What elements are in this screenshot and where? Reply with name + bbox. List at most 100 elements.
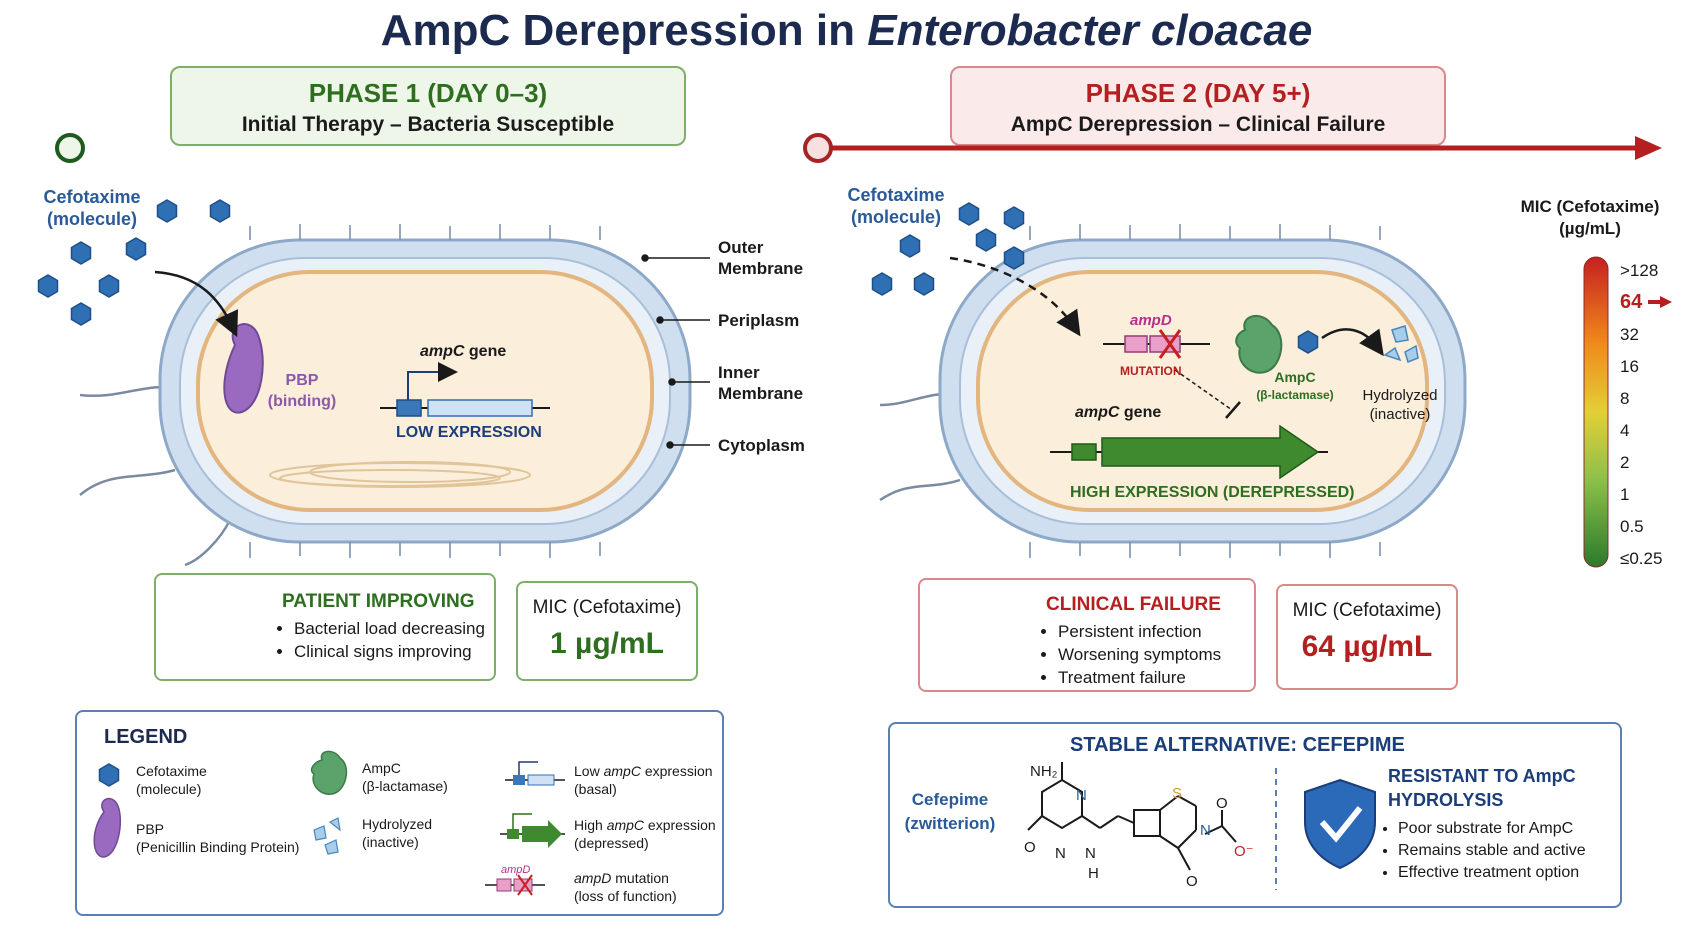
legend-text: Low: [574, 763, 604, 779]
list-item: Worsening symptoms: [1058, 643, 1221, 666]
pbp-label: PBP (binding): [262, 370, 342, 412]
legend-line1: High ampC expression: [574, 816, 716, 834]
ampc-line1: AmpC: [1274, 369, 1316, 385]
legend-title: LEGEND: [104, 726, 188, 748]
legend-text: High: [574, 817, 607, 833]
legend-line2: (depressed): [574, 835, 649, 851]
gene-rest: gene: [1119, 404, 1162, 421]
mic-right-card: MIC (Cefotaxime) 64 µg/mL: [1276, 584, 1458, 690]
list-item: Bacterial load decreasing: [294, 617, 485, 640]
list-item: Remains stable and active: [1398, 840, 1586, 862]
svg-text:N: N: [1085, 845, 1096, 862]
clinical-failure-card: CLINICAL FAILURE Persistent infection Wo…: [918, 578, 1256, 692]
svg-text:N: N: [1200, 822, 1211, 839]
mic-left-value: 1 µg/mL: [550, 627, 664, 660]
ampc-gene-label-right: ampC gene: [1075, 404, 1161, 422]
cell-phase1: [79, 224, 710, 567]
mic-tick-highlight: 64: [1620, 291, 1643, 313]
legend-line2: (inactive): [362, 834, 419, 850]
resistant-line2: HYDROLYSIS: [1388, 790, 1504, 810]
shield-check-icon: [1304, 778, 1376, 870]
svg-text:N: N: [1055, 845, 1066, 862]
mic-tick: 32: [1620, 325, 1639, 344]
legend-ampd-mutation: ampD mutation (loss of function): [574, 869, 677, 905]
svg-text:S: S: [1172, 785, 1182, 802]
legend-line2: (loss of function): [574, 888, 677, 904]
gene-italic: ampC: [420, 343, 465, 360]
legend-line2: (molecule): [136, 781, 202, 797]
ampd-label: ampD: [1130, 312, 1172, 329]
svg-text:H: H: [1088, 865, 1099, 882]
gene-rest: gene: [464, 343, 507, 360]
resistant-heading: RESISTANT TO AmpC HYDROLYSIS: [1388, 764, 1576, 812]
outer-membrane-label: Outer Membrane: [718, 237, 803, 279]
mic-tick: 2: [1620, 453, 1630, 472]
svg-text:N: N: [1076, 787, 1087, 804]
cell-phase2: [879, 224, 1467, 558]
cefepime-line1: Cefepime: [911, 790, 989, 809]
low-expression-label: LOW EXPRESSION: [396, 424, 542, 441]
phase2-heading: PHASE 2 (DAY 5+): [1085, 78, 1311, 108]
mic-left-card: MIC (Cefotaxime) 1 µg/mL: [516, 581, 698, 681]
list-item: Treatment failure: [1058, 666, 1221, 689]
periplasm-label: Periplasm: [718, 311, 800, 330]
gene-italic: ampC: [1075, 404, 1120, 421]
drug-label-line1: Cefotaxime: [43, 187, 141, 207]
mic-scale-title-line2: (µg/mL): [1559, 219, 1621, 238]
resistant-line1: RESISTANT TO AmpC: [1388, 766, 1576, 786]
legend-text: expression: [644, 817, 716, 833]
list-item: Poor substrate for AmpC: [1398, 818, 1586, 840]
list-item: Clinical signs improving: [294, 640, 485, 663]
legend-ampd-icon-label: ampD: [501, 864, 531, 876]
timeline: [55, 133, 1662, 163]
inner-membrane-label: Inner Membrane: [718, 362, 803, 404]
drug-label-line1: Cefotaxime: [847, 185, 945, 205]
pbp-label-line2: (binding): [267, 393, 337, 410]
legend-line2: (basal): [574, 781, 617, 797]
mic-scale-title-line1: MIC (Cefotaxime): [1520, 197, 1660, 216]
mic-scale-bar: [1583, 256, 1672, 568]
ampc-enzyme-label: AmpC (β-lactamase): [1250, 368, 1340, 404]
patient-improving-card: PATIENT IMPROVING Bacterial load decreas…: [154, 573, 496, 681]
legend-line1: Hydrolyzed: [362, 816, 433, 832]
phase2-box: PHASE 2 (DAY 5+) AmpC Derepression – Cli…: [950, 66, 1446, 146]
legend-line1: AmpC: [362, 760, 401, 776]
patient-improving-list: Bacterial load decreasing Clinical signs…: [274, 617, 485, 663]
legend-text: expression: [640, 763, 713, 779]
legend-pbp: PBP (Penicillin Binding Protein): [136, 820, 299, 856]
patient-improving-title: PATIENT IMPROVING: [282, 591, 475, 612]
mic-scale-title: MIC (Cefotaxime) (µg/mL): [1510, 196, 1670, 240]
legend-text-italic: ampC: [603, 763, 641, 779]
cefepime-alternative-box: STABLE ALTERNATIVE: CEFEPIME Cefepime (z…: [888, 722, 1622, 908]
mic-right-value: 64 µg/mL: [1301, 630, 1433, 663]
hydrolyzed-label: Hydrolyzed (inactive): [1355, 386, 1445, 424]
hydrolyzed-line2: (inactive): [1369, 406, 1431, 423]
legend-low-expression: Low ampC expression (basal): [574, 762, 713, 798]
clinical-failure-list: Persistent infection Worsening symptoms …: [1038, 620, 1221, 689]
svg-text:O⁻: O⁻: [1234, 843, 1254, 860]
legend-line2: (β-lactamase): [362, 778, 448, 794]
mic-tick: 16: [1620, 357, 1639, 376]
alternative-title: STABLE ALTERNATIVE: CEFEPIME: [1070, 734, 1405, 756]
inner-membrane-line2: Membrane: [718, 384, 804, 403]
list-item: Effective treatment option: [1398, 862, 1586, 884]
inner-membrane-line1: Inner: [718, 363, 760, 382]
cytoplasm-label: Cytoplasm: [718, 436, 805, 455]
svg-text:O: O: [1216, 795, 1228, 812]
phase2-subtitle: AmpC Derepression – Clinical Failure: [1010, 113, 1386, 136]
title-prefix: AmpC Derepression in: [380, 6, 868, 55]
mic-tick: >128: [1620, 261, 1659, 280]
legend-line2: (Penicillin Binding Protein): [136, 839, 300, 855]
cefepime-line2: (zwitterion): [904, 814, 996, 833]
high-expression-label: HIGH EXPRESSION (DEREPRESSED): [1070, 484, 1355, 501]
phase1-subtitle: Initial Therapy – Bacteria Susceptible: [241, 113, 615, 136]
legend-line1: PBP: [136, 821, 165, 837]
clinical-failure-title: CLINICAL FAILURE: [1046, 594, 1221, 615]
drug-label-line2: (molecule): [46, 209, 138, 229]
mutation-label: MUTATION: [1120, 364, 1182, 378]
ampc-line2: (β-lactamase): [1256, 388, 1334, 402]
ampc-gene-label-left: ampC gene: [420, 343, 506, 361]
mic-tick: ≤0.25: [1620, 549, 1663, 568]
